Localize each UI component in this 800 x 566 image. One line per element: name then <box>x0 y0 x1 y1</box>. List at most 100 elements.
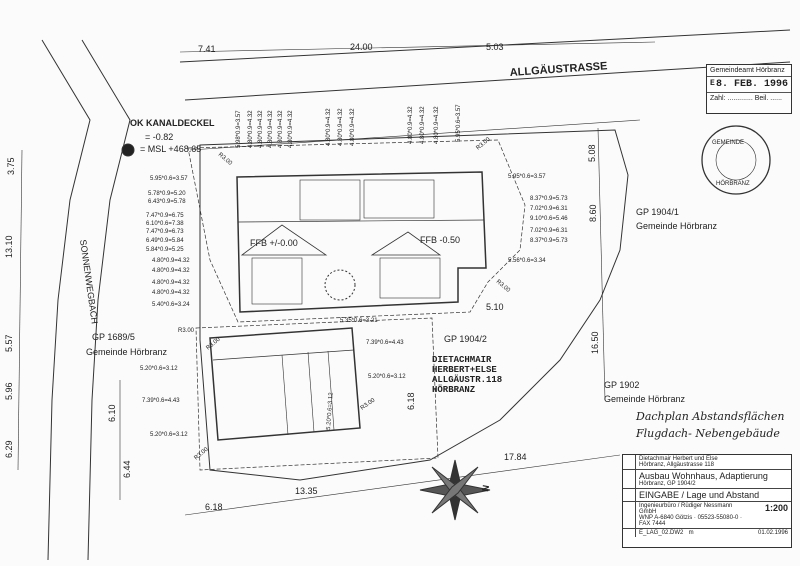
stamp-prefix: E <box>710 79 715 88</box>
distance-label: 5.40*0.6=3.24 <box>152 302 190 308</box>
municipal-seal <box>701 125 771 195</box>
plan-scale: 1:200 <box>764 503 788 513</box>
street-edge-line <box>184 61 791 101</box>
owner-line: DIETACHMAIR <box>432 355 492 365</box>
stamp-date-row: E 8. FEB. 1996 <box>707 77 791 93</box>
floor-level-right: FFB -0.50 <box>420 235 460 245</box>
bottom-dimension-label: 6.18 <box>205 502 223 512</box>
benchmark-value: = -0.82 <box>145 132 173 142</box>
receipt-stamp: Gemeindeamt Hörbranz E 8. FEB. 1996 Zahl… <box>706 64 792 114</box>
top-dimension-line <box>179 41 656 53</box>
distance-label: 4.80*0.9=4.32 <box>268 110 274 148</box>
distance-label: 5.95*0.6=3.57 <box>508 174 546 180</box>
top-dimension-label: 7.41 <box>198 44 216 54</box>
plan-number-cell: E_LAG_02.DW2 m 01.02.1996 <box>623 529 791 537</box>
left-dimension-label: 5.96 <box>4 382 14 400</box>
annex-width: 6.18 <box>406 392 416 410</box>
stamp-date: 8. FEB. 1996 <box>715 79 788 90</box>
parcel-number: GP 1904/1 <box>636 207 679 217</box>
plan-number: E_LAG_02.DW2 <box>639 530 684 536</box>
distance-label: 5.84*0.9=5.25 <box>146 247 184 253</box>
annex-distance: 5.35*0.6=3.21 <box>340 318 378 324</box>
plan-unit: m <box>688 530 694 536</box>
annex-wall <box>281 354 289 436</box>
right-dimension-line <box>597 127 606 401</box>
distance-label: 8.37*0.9=5.73 <box>530 196 568 202</box>
distance-label: 4.80*0.9=4.32 <box>152 280 190 286</box>
inner-dimension-label: 6.10 <box>107 404 117 422</box>
street-name-main: ALLGÄUSTRASSE <box>509 59 607 79</box>
street-edge-line <box>179 29 791 63</box>
office-name: Ingenieurbüro / Rüdiger Nessmann GmbH <box>639 503 733 515</box>
cell-tag <box>623 502 636 528</box>
cell-tag <box>623 529 636 537</box>
annex-radius: R3.00 <box>193 446 210 461</box>
distance-label: 4.80*0.9=4.32 <box>152 258 190 264</box>
distance-label: 5.95*0.6=3.57 <box>456 104 462 142</box>
office-address: WNP A-6840 Götzis · 05523-55080-0 · FAX … <box>639 515 742 527</box>
radius-label: R3.00 <box>475 136 492 151</box>
annex-radius: R3.00 <box>205 336 222 351</box>
parcel-number: GP 1904/2 <box>444 334 487 344</box>
cell-tag <box>623 455 636 469</box>
office-cell: Ingenieurbüro / Rüdiger Nessmann GmbH WN… <box>623 502 791 529</box>
distance-label: 5.56*0.6=3.34 <box>508 258 546 264</box>
north-star <box>431 466 479 514</box>
room-outline <box>299 179 361 221</box>
distance-label: 5.98*0.9=3.57 <box>236 110 242 148</box>
distance-label: 4.80*0.9=4.32 <box>326 108 332 146</box>
content-cell: EINGABE / Lage und Abstand <box>623 489 791 502</box>
radius-label: R3.00 <box>178 328 195 334</box>
annex-distance: 5.20*0.6=3.12 <box>140 366 178 372</box>
distance-label: 7.47*0.9=6.75 <box>146 213 184 219</box>
left-dimension-label: 13.10 <box>4 235 14 258</box>
parcel-boundary <box>199 129 629 481</box>
north-letter: N <box>480 484 491 492</box>
tree-symbol <box>324 269 356 301</box>
distance-label: 6.49*0.9=5.84 <box>146 238 184 244</box>
distance-label: 4.80*0.9=4.32 <box>288 110 294 148</box>
handwritten-note: Dachplan Abstandsflächen <box>635 410 784 423</box>
gable-left <box>240 224 328 256</box>
distance-label: 7.02*0.9=6.31 <box>530 228 568 234</box>
bottom-dimension-label: 17.84 <box>504 452 527 462</box>
owner-line: ALLGÄUSTR.118 <box>432 374 502 385</box>
roof-ridge-line <box>237 219 485 223</box>
annex-wall <box>307 351 315 433</box>
distance-label: 4.80*0.9=4.32 <box>434 106 440 144</box>
side-road-left-edge <box>41 39 91 561</box>
distance-label: 4.80*0.9=4.32 <box>152 290 190 296</box>
floor-level-left: FFB +/-0.00 <box>250 238 298 248</box>
owner-line: HÖRBRANZ <box>432 384 475 395</box>
room-outline <box>379 257 441 299</box>
client-cell: Dietachmair Herbert und Else Hörbranz, A… <box>623 455 791 470</box>
stamp-zahl: Zahl: ............. Beil. ...... <box>710 95 782 102</box>
distance-area-house <box>187 139 526 323</box>
gable-right <box>370 231 442 256</box>
parcel-number: GP 1902 <box>604 380 639 390</box>
project-title: Ausbau Wohnhaus, Adaptierung <box>639 471 768 481</box>
distance-area-annex <box>195 317 439 471</box>
room-outline <box>251 257 303 305</box>
distance-label: 4.80*0.9=4.32 <box>408 106 414 144</box>
distance-label: 4.80*0.9=4.32 <box>258 110 264 148</box>
seal-inner-ring <box>715 139 757 181</box>
cell-tag <box>623 489 636 501</box>
distance-label: 7.02*0.9=6.31 <box>530 206 568 212</box>
distance-label: 4.80*0.9=4.32 <box>248 110 254 148</box>
left-dimension-label: 3.75 <box>6 157 16 175</box>
annex-distance: 7.39*0.6=4.43 <box>142 398 180 404</box>
street-name-side: SONNENWEGBACH <box>78 239 100 325</box>
benchmark-title: OK KANALDECKEL <box>130 118 215 128</box>
left-dimension-label: 6.29 <box>4 440 14 458</box>
parcel-municipality: Gemeinde Hörbranz <box>604 394 686 404</box>
distance-label: 5.95*0.6=3.57 <box>150 176 188 182</box>
annex-wall <box>327 350 335 431</box>
annex-distance: 5.20*0.6=3.12 <box>150 432 188 438</box>
inner-dimension-label: 6.44 <box>122 460 132 478</box>
rotated-distance-group: 5.98*0.9=3.57 4.80*0.9=4.32 4.80*0.9=4.3… <box>236 104 462 148</box>
seal-text: GEMEINDE <box>712 140 744 146</box>
client-address: Hörbranz, Allgäustrasse 118 <box>639 462 714 468</box>
